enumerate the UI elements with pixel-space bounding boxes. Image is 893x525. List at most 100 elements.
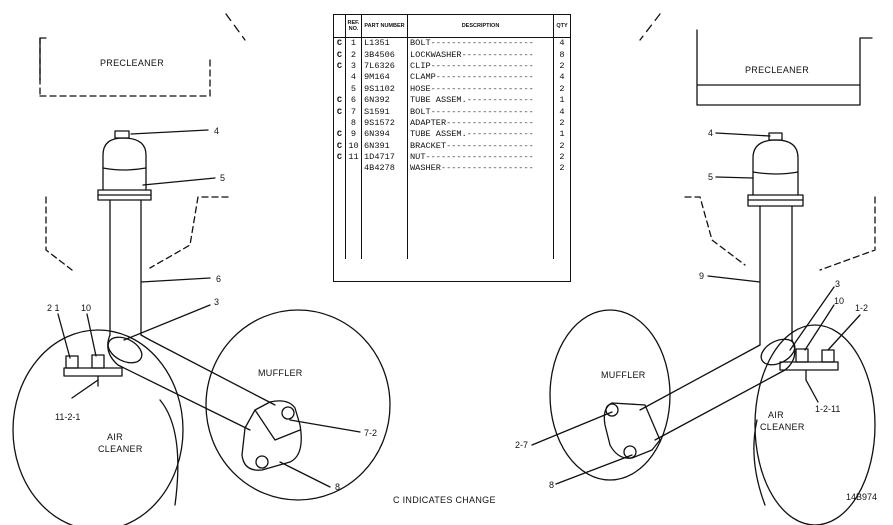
- row-change-flag: [334, 118, 346, 129]
- parts-table-header: REF. NO. PART NUMBER DESCRIPTION QTY: [334, 15, 570, 38]
- right-clamp-upper: [768, 132, 783, 141]
- row-ref-number: 3: [345, 60, 362, 73]
- row-description-text: WASHER: [410, 163, 441, 174]
- right-hose: [752, 139, 799, 196]
- row-description-text: TUBE ASSEM.: [410, 129, 467, 140]
- row-ref-number: 10: [345, 140, 362, 152]
- right-aircleaner-outline-front: [754, 324, 876, 525]
- row-change-flag: C: [336, 95, 343, 106]
- row-ref-number: 1: [345, 37, 362, 50]
- leader-dots: ---------------------: [425, 152, 534, 163]
- row-quantity: 4: [559, 38, 565, 49]
- row-ref-number: 5: [345, 83, 362, 95]
- right-callout-8: 8: [549, 480, 554, 490]
- row-quantity: 1: [559, 129, 565, 140]
- leader-dots: ------------------: [440, 163, 534, 174]
- leader-dots: -------------: [466, 129, 534, 140]
- right-callout-10: 10: [834, 296, 844, 306]
- row-quantity: 8: [559, 49, 565, 60]
- row-ref-number: 4: [345, 72, 362, 84]
- leader-dots: --------------------: [430, 83, 534, 94]
- right-assembly: [531, 13, 876, 525]
- row-quantity: 2: [559, 117, 565, 128]
- right-callout-1-2-11: 1-2-11: [815, 404, 840, 414]
- filler-cell: [361, 174, 408, 259]
- left-bracket: [63, 367, 123, 377]
- row-ref-number: 9: [345, 129, 362, 141]
- row-change-flag: [334, 84, 346, 95]
- header-ref: REF. NO.: [345, 15, 362, 38]
- leader-dots: -------------: [466, 95, 534, 106]
- right-vertical-tube: [759, 205, 793, 346]
- row-ref-number: 6: [345, 94, 362, 107]
- row-quantity: 4: [559, 72, 565, 83]
- row-part-number: 4B4278: [361, 163, 408, 175]
- right-adapter-flange: [603, 402, 661, 459]
- left-adapter-flange: [241, 400, 302, 471]
- left-callout-6: 6: [216, 274, 221, 284]
- leader-dots: --------------------: [430, 60, 534, 71]
- left-diagonal-tube: [107, 334, 276, 431]
- filler-cell: [345, 174, 362, 259]
- left-aircleaner-outline-front: [12, 329, 184, 525]
- row-quantity: 2: [559, 140, 565, 151]
- row-ref-number: 11: [345, 151, 362, 164]
- row-change-flag: [334, 72, 346, 83]
- left-callout-5: 5: [220, 173, 225, 183]
- row-description: ADAPTER-----------------: [407, 117, 554, 130]
- row-description-text: CLAMP: [410, 72, 436, 83]
- row-description: BRACKET-----------------: [407, 140, 554, 152]
- leader-dots: -----------------: [446, 117, 534, 128]
- row-description: NUT---------------------: [407, 151, 554, 164]
- right-aircleaner-label-line1: AIR: [768, 410, 784, 420]
- right-aircleaner-outline: [684, 196, 876, 271]
- row-description: BOLT--------------------: [407, 37, 554, 50]
- header-part: PART NUMBER: [361, 15, 408, 38]
- left-muffler-label: MUFFLER: [258, 368, 303, 378]
- row-description-text: ADAPTER: [410, 117, 447, 128]
- row-description: TUBE ASSEM.-------------: [407, 129, 554, 141]
- row-description: HOSE--------------------: [407, 83, 554, 95]
- row-change-flag: C: [336, 152, 343, 163]
- row-quantity: 2: [559, 83, 565, 94]
- row-description-text: BOLT: [410, 106, 431, 117]
- right-callout-2-7: 2-7: [515, 440, 528, 450]
- row-ref-number: [345, 163, 362, 175]
- right-muffler-label: MUFFLER: [601, 370, 646, 380]
- right-muffler-outline: [549, 309, 671, 481]
- left-muffler-outline: [205, 309, 391, 501]
- row-quantity: 2: [559, 163, 565, 174]
- row-description-text: CLIP: [410, 60, 431, 71]
- row-part-number: 3B4506: [361, 49, 408, 61]
- leader-dots: -----------------: [446, 140, 534, 151]
- row-change-flag: C: [336, 49, 343, 60]
- leader-dots: --------------------: [430, 106, 534, 117]
- drawing-number: 14B974: [846, 492, 877, 502]
- filler-cell: [407, 174, 554, 259]
- row-description-text: TUBE ASSEM.: [410, 95, 467, 106]
- row-quantity: 2: [559, 60, 565, 71]
- filler-cell: [554, 175, 571, 259]
- row-description-text: BRACKET: [410, 140, 447, 151]
- left-callout-2-1: 2 1: [47, 303, 60, 313]
- left-vertical-tube: [109, 199, 142, 336]
- row-ref-number: 7: [345, 106, 362, 118]
- left-hose: [102, 137, 147, 191]
- right-aircleaner-label-line2: CLEANER: [760, 422, 805, 432]
- row-description: BOLT--------------------: [407, 106, 554, 118]
- left-clamp-upper: [114, 130, 130, 139]
- row-part-number: 9S1572: [361, 117, 408, 130]
- right-callout-9: 9: [699, 271, 704, 281]
- row-change-flag: [334, 163, 346, 174]
- left-aircleaner-label-line2: CLEANER: [98, 444, 143, 454]
- right-callout-3: 3: [835, 279, 840, 289]
